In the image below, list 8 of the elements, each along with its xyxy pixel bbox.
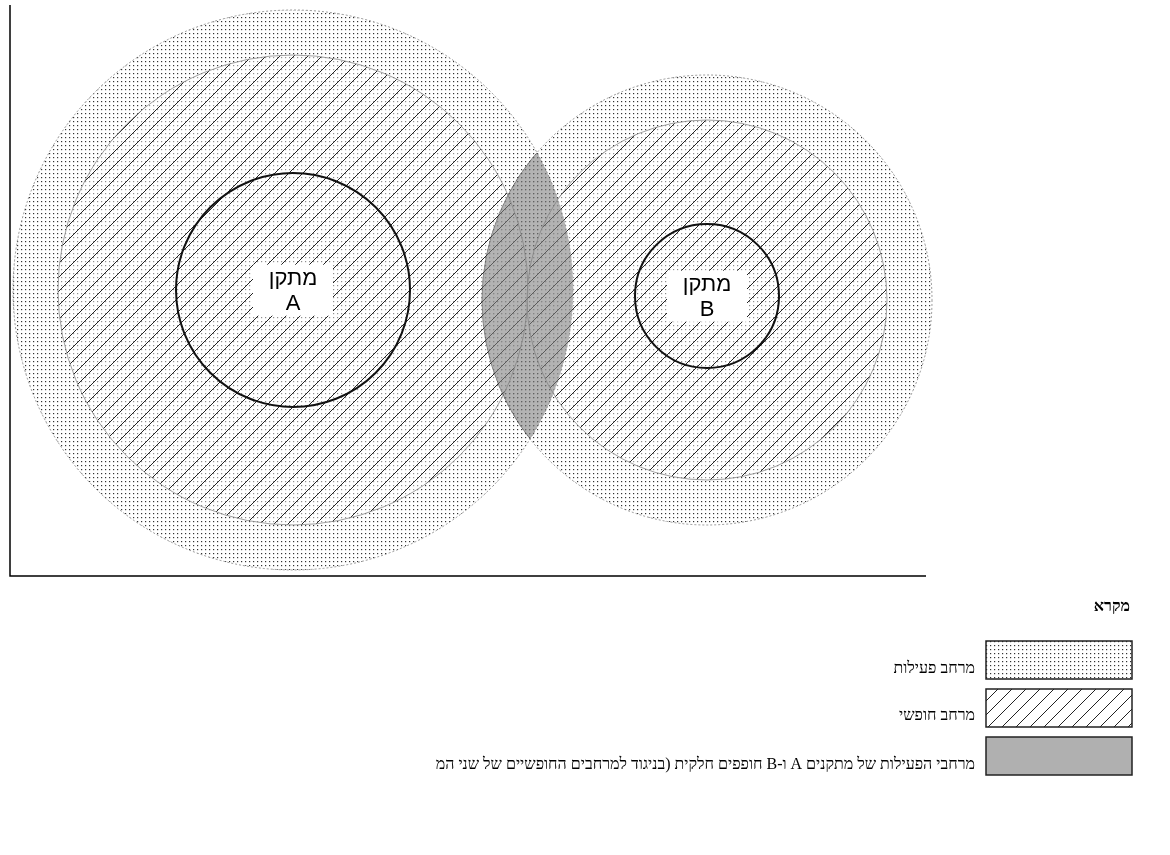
facility-label: מתקן B xyxy=(667,270,747,322)
facility-circle xyxy=(634,223,780,369)
legend-text: מרחב פעילות xyxy=(892,659,975,677)
legend-text: מרחבי הפעילות של מתקנים A ו-B חופפים חלקית (בניגוד למרחבים החופשיים של שני המ xyxy=(434,755,975,773)
legend-title: מקרא xyxy=(1092,597,1130,615)
legend-text: מרחב חופשי xyxy=(898,706,975,724)
facility-label: מתקן A xyxy=(253,264,333,316)
facility-circle xyxy=(175,172,411,408)
